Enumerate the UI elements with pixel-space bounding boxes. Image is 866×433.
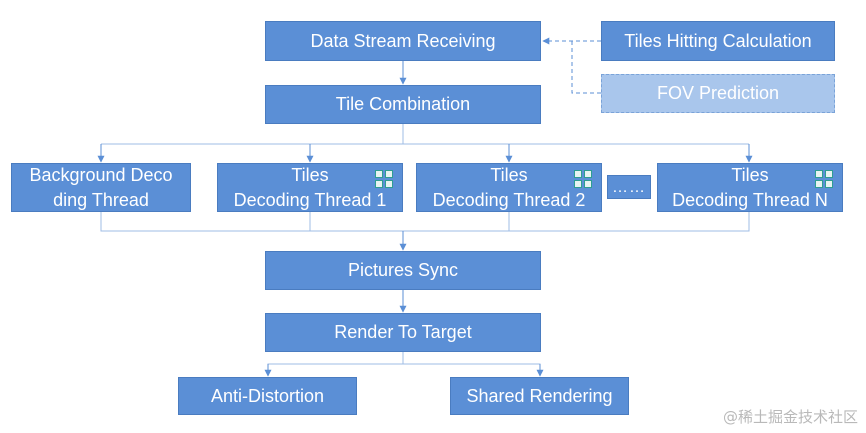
fov-prediction-box: FOV Prediction — [601, 74, 835, 113]
pictures-sync-box: Pictures Sync — [265, 251, 541, 290]
connector-combination-bus — [101, 123, 749, 145]
tiles-decoding-thread-2-box: Tiles Decoding Thread 2 — [416, 163, 602, 212]
more-threads-label: …… — [612, 178, 646, 196]
tile-grid-icon — [815, 170, 833, 188]
tile-grid-icon — [375, 170, 393, 188]
more-threads-box: …… — [607, 175, 651, 199]
connector-render-bus — [267, 351, 541, 376]
background-decoding-thread-box: Background Deco ding Thread — [11, 163, 191, 212]
fov-prediction-label: FOV Prediction — [656, 83, 780, 103]
connector-threads-bus — [100, 212, 750, 232]
data-stream-receiving-label: Data Stream Receiving — [310, 30, 496, 51]
background-decoding-thread-label: Background Deco ding Thread — [29, 164, 173, 210]
tiles-decoding-thread-1-label: Tiles Decoding Thread 1 — [233, 164, 387, 210]
anti-distortion-box: Anti-Distortion — [178, 377, 357, 415]
tile-combination-label: Tile Combination — [335, 94, 471, 114]
render-to-target-label: Render To Target — [334, 322, 472, 342]
connector-fov-to-receiving — [571, 41, 601, 94]
shared-rendering-box: Shared Rendering — [450, 377, 629, 415]
render-to-target-box: Render To Target — [265, 313, 541, 352]
tiles-decoding-thread-n-label: Tiles Decoding Thread N — [672, 164, 828, 210]
tiles-decoding-thread-1-box: Tiles Decoding Thread 1 — [217, 163, 403, 212]
data-stream-receiving-box: Data Stream Receiving — [265, 21, 541, 61]
tiles-hitting-calculation-box: Tiles Hitting Calculation — [601, 21, 835, 61]
tile-combination-box: Tile Combination — [265, 85, 541, 124]
pictures-sync-label: Pictures Sync — [347, 260, 459, 280]
shared-rendering-label: Shared Rendering — [466, 385, 613, 406]
tile-grid-icon — [574, 170, 592, 188]
tiles-hitting-calculation-label: Tiles Hitting Calculation — [624, 30, 812, 51]
anti-distortion-label: Anti-Distortion — [210, 385, 325, 406]
watermark: @稀土掘金技术社区 — [722, 408, 858, 426]
tiles-decoding-thread-n-box: Tiles Decoding Thread N — [657, 163, 843, 212]
tiles-decoding-thread-2-label: Tiles Decoding Thread 2 — [432, 164, 586, 210]
